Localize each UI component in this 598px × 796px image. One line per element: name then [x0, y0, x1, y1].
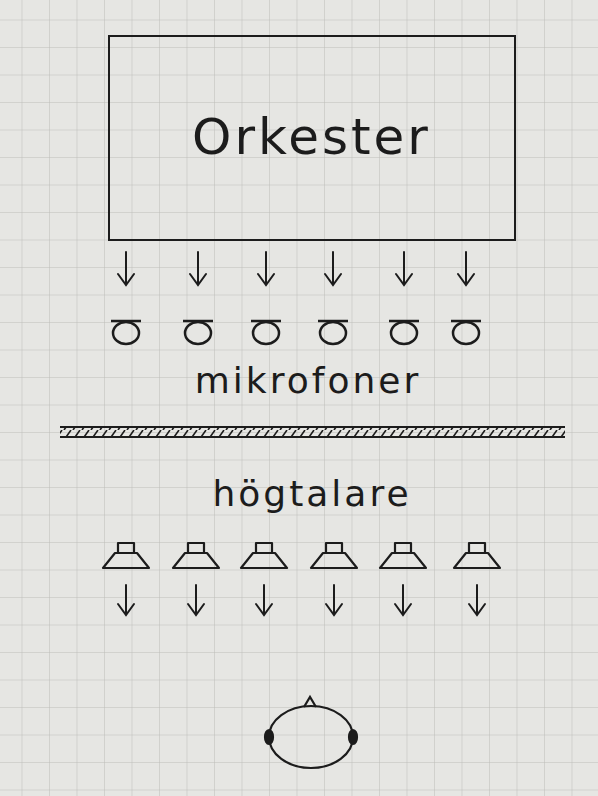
listener-head	[265, 697, 357, 768]
handwritten-label: högtalare	[212, 474, 411, 514]
orchestra-box: Orkester	[108, 35, 516, 241]
handwritten-label: mikrofoner	[195, 361, 421, 401]
box-title: Orkester	[192, 110, 431, 165]
microphone-symbols	[111, 321, 481, 344]
loudspeaker-symbols	[103, 543, 500, 568]
sound-arrows-bottom	[118, 585, 485, 615]
sound-arrows-top	[118, 252, 474, 285]
wall	[60, 427, 565, 437]
